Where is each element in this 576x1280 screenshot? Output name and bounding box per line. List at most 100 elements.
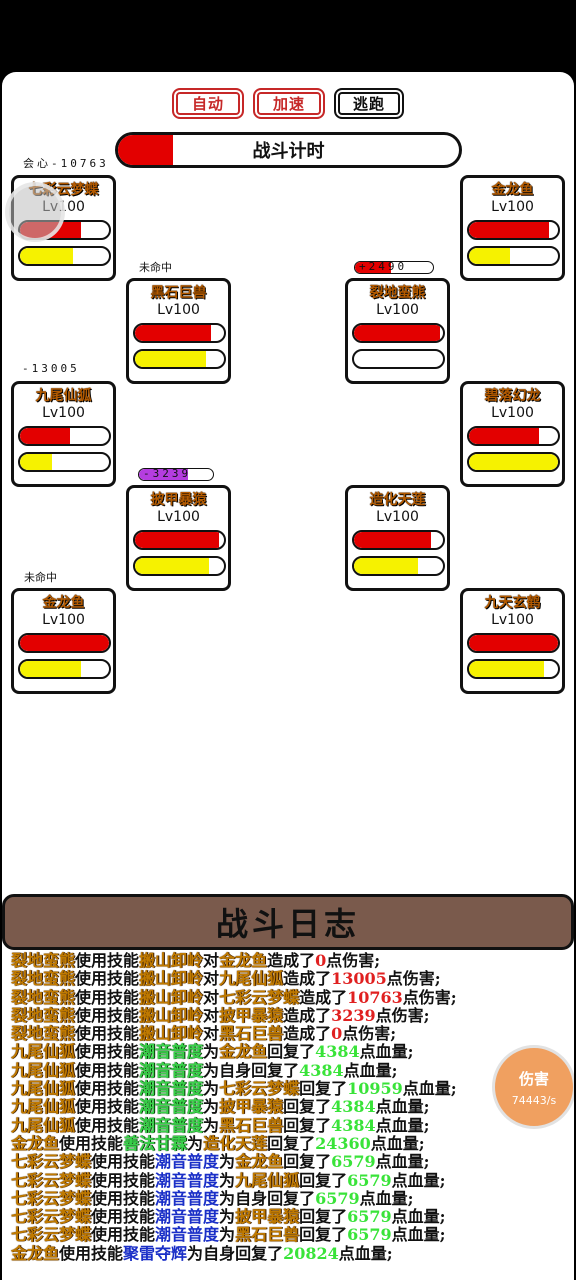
log-tail: 点血量; bbox=[375, 1097, 430, 1117]
mp-bar bbox=[133, 349, 226, 369]
mp-fill bbox=[469, 661, 544, 677]
log-mid: 回复了 bbox=[267, 1133, 316, 1153]
unit-name: 造化天莲 bbox=[369, 492, 426, 508]
speed-button[interactable]: 加速 bbox=[253, 88, 325, 119]
battle-timer: 战斗计时 bbox=[115, 132, 462, 168]
log-prep: 为 bbox=[187, 1133, 204, 1153]
log-verb: 使用技能 bbox=[75, 1024, 140, 1044]
log-tail: 点伤害; bbox=[342, 1024, 397, 1044]
log-verb: 使用技能 bbox=[91, 1188, 156, 1208]
log-target: 造化天莲 bbox=[203, 1133, 268, 1153]
log-mid: 回复了 bbox=[283, 1115, 332, 1135]
unit-level: Lv100 bbox=[491, 199, 534, 215]
log-target: 自身 bbox=[235, 1188, 268, 1208]
timer-label: 战斗计时 bbox=[252, 141, 325, 162]
log-mid: 回复了 bbox=[283, 1097, 332, 1117]
log-tail: 点血量; bbox=[343, 1060, 398, 1080]
unit-name: 裂地蛮熊 bbox=[369, 285, 426, 301]
log-skill: 聚雷夺辉 bbox=[123, 1243, 188, 1263]
unit-level: Lv100 bbox=[42, 405, 85, 421]
log-mid: 回复了 bbox=[235, 1243, 284, 1263]
log-prep: 为 bbox=[203, 1060, 220, 1080]
log-skill: 潮音普度 bbox=[155, 1207, 220, 1227]
log-line: 裂地蛮熊使用技能搬山卸岭对黑石巨兽造成了0点伤害; bbox=[11, 1025, 571, 1043]
log-verb: 使用技能 bbox=[59, 1133, 124, 1153]
mp-fill bbox=[20, 661, 81, 677]
log-verb: 使用技能 bbox=[75, 1060, 140, 1080]
log-verb: 使用技能 bbox=[75, 1115, 140, 1135]
auto-button[interactable]: 自动 bbox=[172, 88, 244, 119]
log-actor: 七彩云梦蝶 bbox=[11, 1225, 92, 1245]
log-mid: 造成了 bbox=[267, 951, 316, 970]
unit-name: 金龙鱼 bbox=[42, 595, 85, 611]
log-verb: 使用技能 bbox=[75, 1042, 140, 1062]
unit-card[interactable]: 金龙鱼 Lv100 bbox=[11, 588, 116, 694]
unit-card[interactable]: 九尾仙狐 Lv100 bbox=[11, 381, 116, 487]
log-line: 九尾仙狐使用技能潮音普度为金龙鱼回复了4384点血量; bbox=[11, 1043, 571, 1061]
log-mid: 回复了 bbox=[299, 1079, 348, 1099]
log-number: 20824 bbox=[283, 1243, 339, 1263]
log-tail: 点伤害; bbox=[375, 1005, 430, 1025]
heal-float-bar: +2490 bbox=[354, 261, 434, 274]
mp-bar bbox=[18, 246, 111, 266]
log-actor: 七彩云梦蝶 bbox=[11, 1207, 92, 1227]
log-actor: 七彩云梦蝶 bbox=[11, 1152, 92, 1172]
unit-card[interactable]: 裂地蛮熊 Lv100 bbox=[345, 278, 450, 384]
log-skill: 搬山卸岭 bbox=[139, 951, 204, 970]
hp-fill bbox=[469, 222, 550, 238]
log-skill: 搬山卸岭 bbox=[139, 1024, 204, 1044]
log-target: 披甲暴猿 bbox=[235, 1207, 300, 1227]
log-number: 3239 bbox=[331, 1005, 376, 1025]
log-mid: 造成了 bbox=[283, 1005, 332, 1025]
log-skill: 潮音普度 bbox=[139, 1079, 204, 1099]
log-number: 6579 bbox=[347, 1207, 392, 1227]
unit-card[interactable]: 披甲暴猿 Lv100 bbox=[126, 485, 231, 591]
log-tail: 点血量; bbox=[375, 1152, 430, 1172]
floating-avatar-button[interactable] bbox=[5, 182, 65, 242]
mp-fill bbox=[20, 248, 74, 264]
log-number: 6579 bbox=[347, 1170, 392, 1190]
log-verb: 使用技能 bbox=[75, 1005, 140, 1025]
mp-fill bbox=[469, 248, 510, 264]
unit-card[interactable]: 金龙鱼 Lv100 bbox=[460, 175, 565, 281]
log-mid: 造成了 bbox=[299, 987, 348, 1007]
hp-fill bbox=[469, 635, 558, 651]
log-skill: 潮音普度 bbox=[139, 1042, 204, 1062]
damage-meter-button[interactable]: 伤害 74443/s bbox=[492, 1045, 574, 1129]
hp-bar bbox=[467, 426, 560, 446]
log-line: 七彩云梦蝶使用技能潮音普度为披甲暴猿回复了6579点血量; bbox=[11, 1208, 571, 1226]
log-number: 6579 bbox=[347, 1225, 392, 1245]
log-tail: 点血量; bbox=[359, 1188, 414, 1208]
log-tail: 点血量; bbox=[370, 1133, 425, 1153]
flee-button[interactable]: 逃跑 bbox=[334, 88, 404, 119]
log-number: 4384 bbox=[331, 1115, 376, 1135]
log-target: 金龙鱼 bbox=[235, 1152, 284, 1172]
log-number: 13005 bbox=[331, 969, 387, 989]
unit-card[interactable]: 黑石巨兽 Lv100 bbox=[126, 278, 231, 384]
miss-text: 未命中 bbox=[139, 261, 172, 274]
unit-level: Lv100 bbox=[42, 612, 85, 628]
mp-bar bbox=[18, 659, 111, 679]
log-target: 金龙鱼 bbox=[219, 1042, 268, 1062]
unit-level: Lv100 bbox=[376, 509, 419, 525]
log-verb: 使用技能 bbox=[59, 1243, 124, 1263]
battle-log[interactable]: 裂地蛮熊使用技能搬山卸岭对金龙鱼造成了0点伤害;裂地蛮熊使用技能搬山卸岭对九尾仙… bbox=[11, 951, 571, 1263]
unit-card[interactable]: 九天玄鹤 Lv100 bbox=[460, 588, 565, 694]
unit-name: 九尾仙狐 bbox=[35, 388, 92, 404]
unit-level: Lv100 bbox=[491, 405, 534, 421]
log-mid: 回复了 bbox=[299, 1207, 348, 1227]
unit-card[interactable]: 造化天莲 Lv100 bbox=[345, 485, 450, 591]
hp-bar bbox=[467, 220, 560, 240]
mp-bar bbox=[352, 349, 445, 369]
log-tail: 点血量; bbox=[402, 1079, 457, 1099]
log-tail: 点伤害; bbox=[402, 987, 457, 1007]
log-actor: 裂地蛮熊 bbox=[11, 1005, 76, 1025]
log-tail: 点血量; bbox=[375, 1115, 430, 1135]
log-line: 裂地蛮熊使用技能搬山卸岭对披甲暴猿造成了3239点伤害; bbox=[11, 1005, 571, 1025]
log-target: 黑石巨兽 bbox=[219, 1024, 284, 1044]
battle-log-title: 战斗日志 bbox=[215, 905, 360, 943]
damage-text: -13005 bbox=[22, 362, 80, 375]
log-target: 自身 bbox=[203, 1243, 236, 1263]
log-target: 披甲暴猿 bbox=[219, 1005, 284, 1025]
unit-card[interactable]: 碧落幻龙 Lv100 bbox=[460, 381, 565, 487]
